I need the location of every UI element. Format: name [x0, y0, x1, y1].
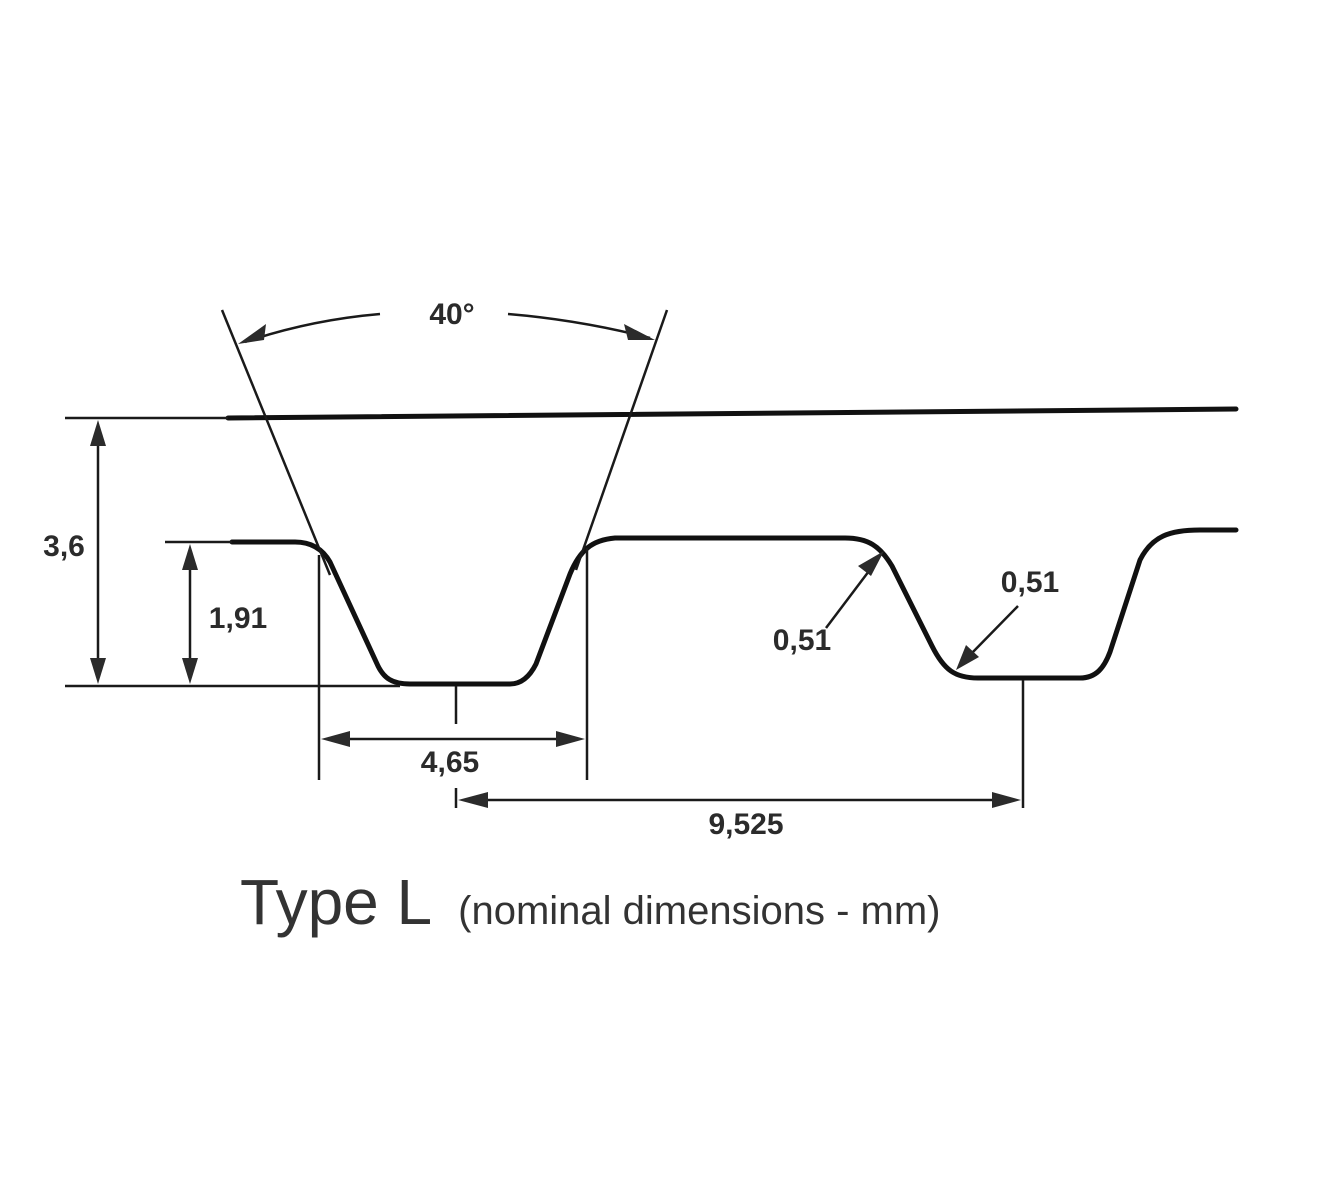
caption-main: Type L [240, 866, 432, 938]
radius-bottom-label: 0,51 [1001, 566, 1059, 599]
tooth-width-label: 4,65 [421, 746, 479, 779]
angle-line-right [574, 309, 669, 571]
angle-line-left [220, 309, 332, 576]
angle-label: 40° [429, 298, 474, 331]
total-height-arrow-top [90, 420, 106, 446]
radius-top-arrow [858, 551, 884, 576]
caption: Type L (nominal dimensions - mm) [240, 866, 940, 938]
tooth-height-label: 1,91 [209, 602, 267, 635]
angle-arrow-left [238, 324, 266, 344]
pitch-arrow-right [992, 792, 1021, 808]
pitch-label: 9,525 [708, 808, 783, 841]
tooth-width-arrow-left [321, 731, 350, 747]
radius-bottom-leader [969, 605, 1019, 656]
total-height-arrow-bottom [90, 658, 106, 684]
belt-back-line [225, 406, 1239, 421]
angle-arrow-right [624, 324, 655, 340]
radius-top-leader [825, 566, 873, 629]
tooth-width-arrow-right [556, 731, 585, 747]
radius-top-label: 0,51 [773, 624, 831, 657]
total-height-label: 3,6 [43, 530, 85, 563]
tooth-height-arrow-bottom [182, 658, 198, 684]
tooth-height-arrow-top [182, 544, 198, 570]
pitch-arrow-left [458, 792, 488, 808]
caption-sub: (nominal dimensions - mm) [458, 889, 940, 933]
tooth-profile [229, 527, 1239, 687]
radius-bottom-arrow [956, 645, 979, 670]
